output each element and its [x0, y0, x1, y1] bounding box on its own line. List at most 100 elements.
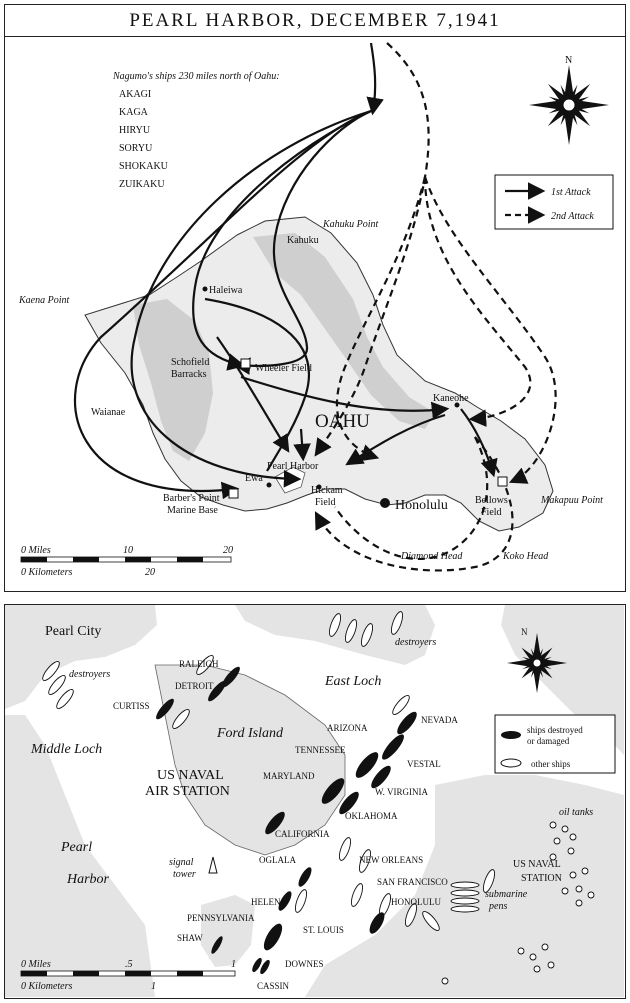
label-barracks: Barracks [171, 369, 207, 380]
label-bellows-field: Field [481, 507, 502, 518]
legend-damaged: or damaged [527, 736, 570, 746]
label-pearl-harbor: Pearl Harbor [267, 461, 319, 472]
ford-island [154, 664, 346, 856]
ship-label-oglala: OGLALA [259, 855, 296, 865]
bottom-scale-km-end: 1 [151, 981, 156, 992]
land-north [235, 605, 435, 665]
ship-label-california: CALIFORNIA [275, 829, 330, 839]
label-naval-air-station-2: AIR STATION [145, 784, 230, 799]
ship-label-helena: HELENA [251, 897, 287, 907]
ship-hiryu: HIRYU [119, 125, 151, 136]
label-submarine: submarine [485, 889, 528, 900]
north-label: N [565, 55, 572, 66]
label-naval-station-1: US NAVAL [513, 859, 561, 870]
ship-label-maryland: MARYLAND [263, 771, 315, 781]
fleet-heading: Nagumo's ships 230 miles north of Oahu: [112, 71, 280, 82]
ship-label-shaw: SHAW [177, 933, 203, 943]
label-honolulu: Honolulu [395, 498, 448, 513]
ship-label-raleigh: RALEIGH [179, 659, 219, 669]
hickam-dot [316, 484, 322, 490]
legend-second-attack: 2nd Attack [551, 211, 594, 222]
ship-akagi: AKAGI [119, 89, 151, 100]
ship-label-curtiss: CURTISS [113, 701, 149, 711]
ship-label-downes: DOWNES [285, 959, 324, 969]
kaneohe-dot [454, 402, 460, 408]
land-west [5, 715, 155, 997]
ship-label-pennsylvania: PENNSYLVANIA [187, 913, 255, 923]
label-waianae: Waianae [91, 407, 126, 418]
wheeler-field-marker [240, 358, 251, 369]
top-scale-bar [20, 556, 232, 563]
ship-zuikaku: ZUIKAKU [119, 179, 165, 190]
label-ford-island: Ford Island [216, 726, 284, 741]
label-pearl-city: Pearl City [45, 624, 101, 639]
label-ewa: Ewa [245, 473, 263, 484]
scale-miles-end: 20 [223, 545, 233, 556]
damaged-ships [156, 666, 417, 975]
legend-destroyed: ships destroyed [527, 725, 583, 735]
bottom-scale-miles-end: 1 [231, 959, 236, 970]
scale-km-label: 0 Kilometers [21, 567, 72, 578]
label-makapuu-point: Makapuu Point [540, 495, 603, 506]
label-naval-air-station-1: US NAVAL [157, 768, 224, 783]
ship-label-st-louis: ST. LOUIS [303, 925, 344, 935]
peninsula-south [201, 895, 255, 967]
ship-label-west-virginia: W. VIRGINIA [375, 787, 428, 797]
ship-label-new-orleans: NEW ORLEANS [359, 855, 423, 865]
bottom-scale-km-label: 0 Kilometers [21, 981, 72, 992]
label-barbers-point: Barber's Point [163, 493, 220, 504]
legend-other-ships: other ships [531, 759, 571, 769]
label-east-loch: East Loch [324, 674, 381, 689]
label-kaena-point: Kaena Point [18, 295, 69, 306]
oil-tanks [441, 821, 595, 985]
waianae-range [133, 299, 213, 461]
oahu-map-svg: Nagumo's ships 230 miles north of Oahu: … [18, 42, 614, 578]
label-pens: pens [488, 901, 507, 912]
label-kahuku: Kahuku [287, 235, 319, 246]
scale-miles-label: 0 Miles [21, 545, 51, 556]
ewa-dot [266, 482, 272, 488]
label-hickam-field: Field [315, 497, 336, 508]
attack-legend [494, 174, 614, 230]
first-attack-routes [73, 42, 498, 500]
signal-tower-icon [208, 856, 218, 874]
pearl-harbor-detail-map: N ships destroyed or damaged other ships… [4, 604, 626, 999]
ship-label-arizona: ARIZONA [327, 723, 368, 733]
barbers-point-marker [228, 488, 239, 499]
label-destroyers-right: destroyers [395, 637, 436, 648]
label-kahuku-point: Kahuku Point [322, 219, 378, 230]
label-hickam: Hickam [311, 485, 343, 496]
label-schofield: Schofield [171, 357, 209, 368]
oahu-attack-map: Nagumo's ships 230 miles north of Oahu: … [4, 36, 626, 592]
title-box: PEARL HARBOR, DECEMBER 7,1941 [4, 4, 626, 37]
label-haleiwa: Haleiwa [209, 285, 243, 296]
ship-label-cassin: CASSIN [257, 981, 290, 991]
second-attack-routes [314, 42, 557, 572]
ship-label-nevada: NEVADA [421, 715, 458, 725]
harbor-map-svg: N ships destroyed or damaged other ships… [5, 605, 624, 997]
ship-label-detroit: DETROIT [175, 681, 214, 691]
koolau-range [253, 233, 435, 429]
label-middle-loch: Middle Loch [30, 742, 102, 757]
label-bellows: Bellows [475, 495, 508, 506]
bottom-scale-miles-mid: .5 [125, 959, 133, 970]
ship-label-vestal: VESTAL [407, 759, 441, 769]
haleiwa-dot [202, 286, 208, 292]
ship-label-tennessee: TENNESSEE [295, 745, 346, 755]
label-koko-head: Koko Head [502, 551, 549, 562]
label-tower: tower [173, 869, 196, 880]
honolulu-dot [380, 498, 390, 508]
bottom-scale-bar [20, 970, 236, 977]
ship-shokaku: SHOKAKU [119, 161, 169, 172]
legend-first-attack: 1st Attack [551, 187, 591, 198]
ship-label-oklahoma: OKLAHOMA [345, 811, 398, 821]
compass-rose-icon [529, 65, 609, 145]
north-label-bottom: N [521, 627, 528, 637]
ship-label-san-francisco: SAN FRANCISCO [377, 877, 448, 887]
label-naval-station-2: STATION [521, 873, 562, 884]
label-oahu: OAHU [315, 411, 370, 432]
ship-kaga: KAGA [119, 107, 149, 118]
label-destroyers-left: destroyers [69, 669, 110, 680]
ship-soryu: SORYU [119, 143, 153, 154]
ship-label-honolulu: HONOLULU [391, 897, 441, 907]
